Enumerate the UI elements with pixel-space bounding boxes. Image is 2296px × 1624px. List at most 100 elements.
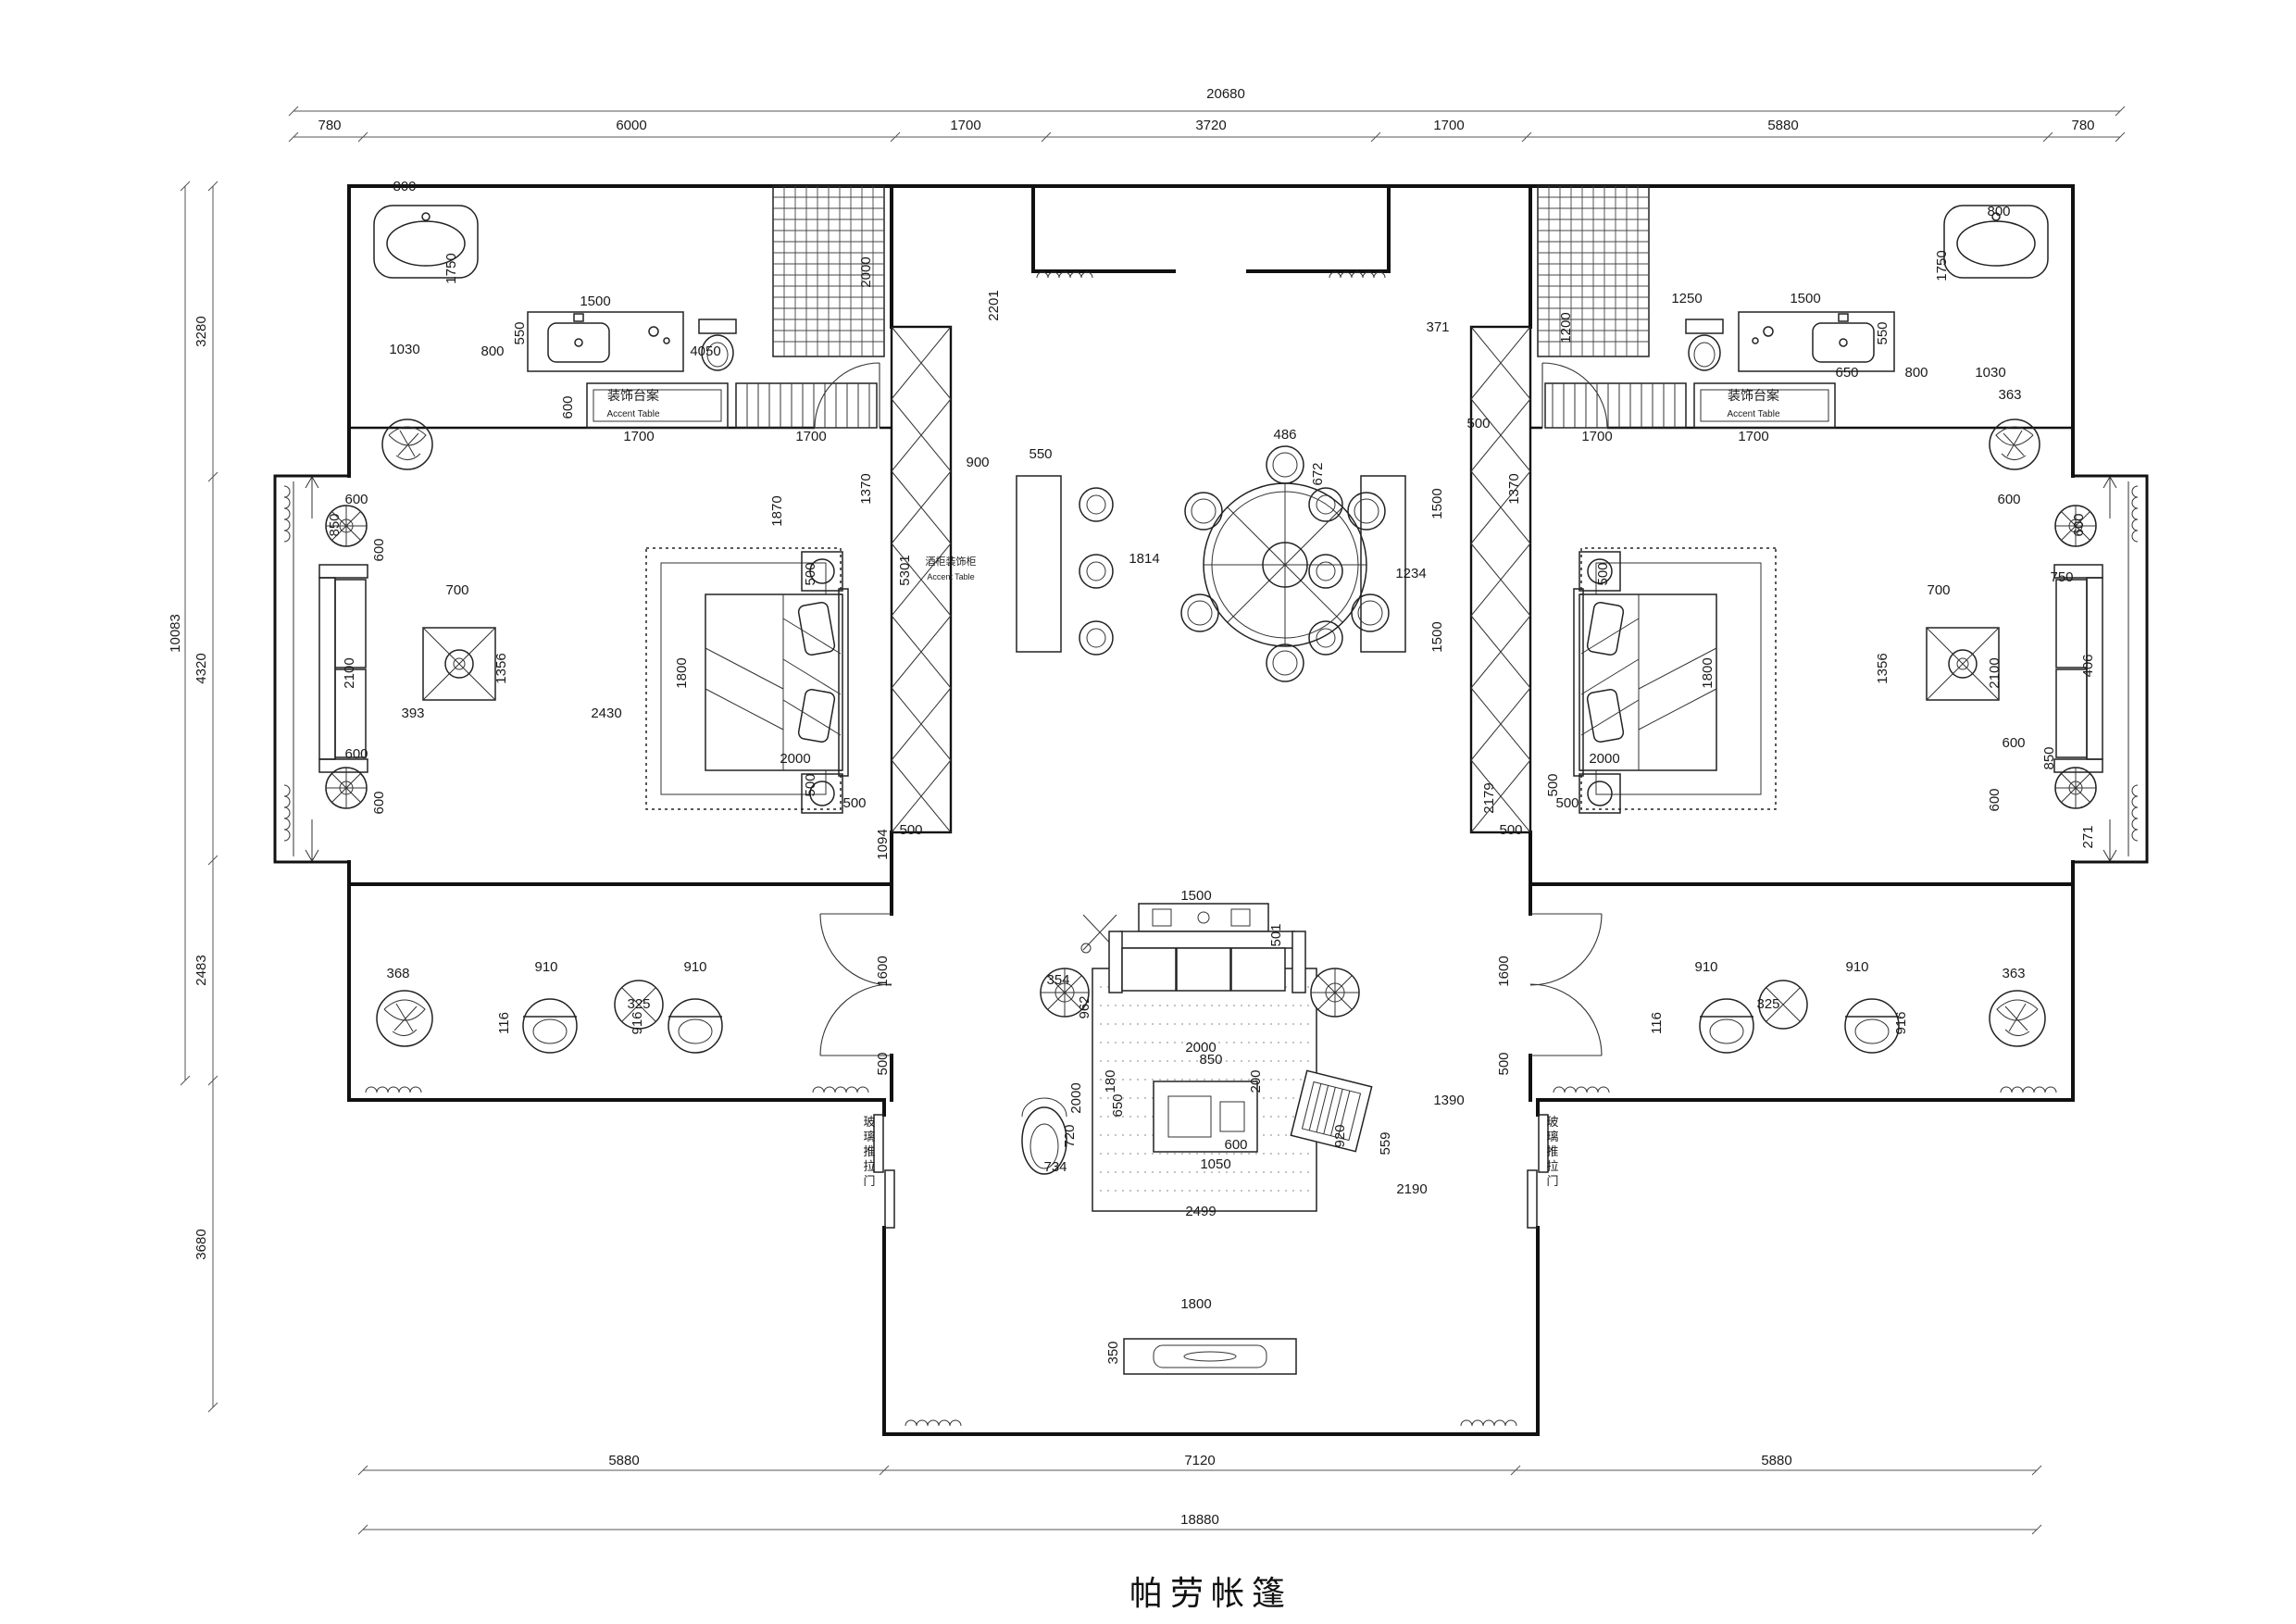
tub-chair — [522, 998, 578, 1054]
bathtub — [373, 205, 479, 279]
dining-chair — [1266, 445, 1304, 484]
dim-label: 600 — [344, 746, 368, 762]
dim-label: 406 — [2080, 654, 2096, 677]
dim-label: 2000 — [858, 256, 874, 287]
dim-label: 1750 — [443, 253, 459, 283]
dim-label: 2201 — [986, 290, 1002, 320]
dim-label: 600 — [1224, 1137, 1247, 1153]
dim-label: 750 — [2050, 569, 2073, 585]
dim-label: 1356 — [493, 653, 509, 683]
dim-label: 271 — [2080, 825, 2096, 848]
dim-label: 500 — [1545, 773, 1561, 796]
decor-cabinet-column — [890, 325, 953, 834]
dim-label: 1500 — [1790, 291, 1820, 306]
terrace-table — [614, 980, 664, 1030]
tub-chair — [668, 998, 723, 1054]
text-label: Accent Table — [606, 409, 660, 419]
dim-label: 700 — [445, 582, 468, 598]
spiral-side-table — [1310, 968, 1360, 1018]
dim-label: 1500 — [1429, 488, 1445, 518]
dim-label: 559 — [1378, 1131, 1393, 1155]
left-wing — [273, 184, 1213, 1436]
window-coil — [283, 784, 291, 842]
dim-label: 363 — [1998, 387, 2021, 403]
dim-label: 800 — [1904, 365, 1928, 381]
dim-label: 734 — [1043, 1159, 1067, 1175]
dim-label: 1250 — [1671, 291, 1702, 306]
glass-sliding-door — [873, 1114, 895, 1229]
dim-label: 920 — [1332, 1124, 1348, 1147]
dim-label: 720 — [1062, 1124, 1078, 1147]
dim-label: 910 — [1694, 959, 1717, 975]
dim-label: 2000 — [1185, 1040, 1216, 1056]
dim-label: 800 — [1987, 204, 2010, 219]
text-label: Accent Table — [1727, 409, 1780, 419]
dining-chair — [1180, 593, 1219, 632]
bay-window — [273, 474, 349, 864]
dim-label: 550 — [1029, 446, 1052, 462]
dim-label: 501 — [1268, 923, 1284, 946]
window-coil — [812, 1086, 869, 1093]
text-label: 装饰台案 — [607, 388, 659, 403]
dim-label: 800 — [393, 179, 416, 194]
dim-label: 500 — [899, 822, 922, 838]
dim-label: 600 — [2071, 513, 2087, 536]
dim-label: 5301 — [897, 555, 913, 585]
dim-label: 962 — [1077, 995, 1092, 1018]
dim-label: 910 — [534, 959, 557, 975]
dim-label: 2179 — [1481, 782, 1497, 813]
coffee-table — [1153, 1081, 1258, 1153]
dim-label: 550 — [512, 321, 528, 344]
dim-label: 2100 — [1987, 657, 2003, 688]
dim-label: 600 — [344, 492, 368, 507]
side-table — [325, 505, 368, 547]
double-door — [819, 913, 892, 1056]
right-wing — [1209, 184, 2149, 1436]
dim-label: 20680 — [1206, 86, 1245, 102]
accent-console-stools — [1016, 475, 1114, 656]
shower — [772, 185, 885, 357]
text-label: 玻璃推拉门 — [863, 1115, 875, 1188]
dim-label: 1750 — [1934, 250, 1950, 281]
dim-label: 1370 — [858, 473, 874, 504]
dim-label: 1234 — [1395, 566, 1426, 581]
dim-label: 3720 — [1195, 118, 1226, 133]
dim-label: 500 — [1466, 416, 1490, 431]
dim-label: 393 — [401, 706, 424, 721]
dining-chair — [1347, 492, 1386, 531]
dim-label: 600 — [1997, 492, 2020, 507]
dim-label: 600 — [371, 538, 387, 561]
dimension-lines — [180, 106, 2126, 1535]
side-table — [325, 767, 368, 809]
dim-label: 916 — [630, 1011, 645, 1034]
dim-label: 500 — [1499, 822, 1522, 838]
dim-label: 910 — [683, 959, 706, 975]
dim-label: 500 — [1555, 795, 1578, 811]
dining-chair — [1184, 492, 1223, 531]
dim-label: 1050 — [1200, 1156, 1230, 1172]
lounge-chair — [1021, 1097, 1067, 1175]
text-label: Accent Table — [927, 572, 974, 581]
dim-label: 368 — [386, 966, 409, 981]
striped-cabinet — [735, 382, 878, 429]
dim-label: 1700 — [1433, 118, 1464, 133]
dim-label: 1094 — [875, 829, 891, 859]
dining-chair — [1351, 593, 1390, 632]
dim-label: 1500 — [580, 294, 610, 309]
dim-label: 1500 — [1429, 621, 1445, 652]
dim-label: 325 — [627, 996, 650, 1012]
dim-label: 1370 — [1506, 473, 1522, 504]
dim-label: 4320 — [193, 653, 209, 683]
dim-label: 2000 — [780, 751, 810, 767]
dim-label: 500 — [875, 1052, 891, 1075]
dim-label: 910 — [1845, 959, 1868, 975]
terrace-long-table — [1123, 1338, 1297, 1375]
dim-label: 1700 — [950, 118, 980, 133]
dim-label: 6000 — [616, 118, 646, 133]
outer-walls — [347, 184, 1213, 1436]
drawing-title: 帕劳帐篷 — [1129, 1575, 1292, 1613]
dim-label: 1600 — [1496, 956, 1512, 986]
dim-label: 354 — [1046, 972, 1069, 988]
dim-label: 2000 — [1068, 1082, 1084, 1113]
dim-label: 672 — [1310, 462, 1326, 485]
